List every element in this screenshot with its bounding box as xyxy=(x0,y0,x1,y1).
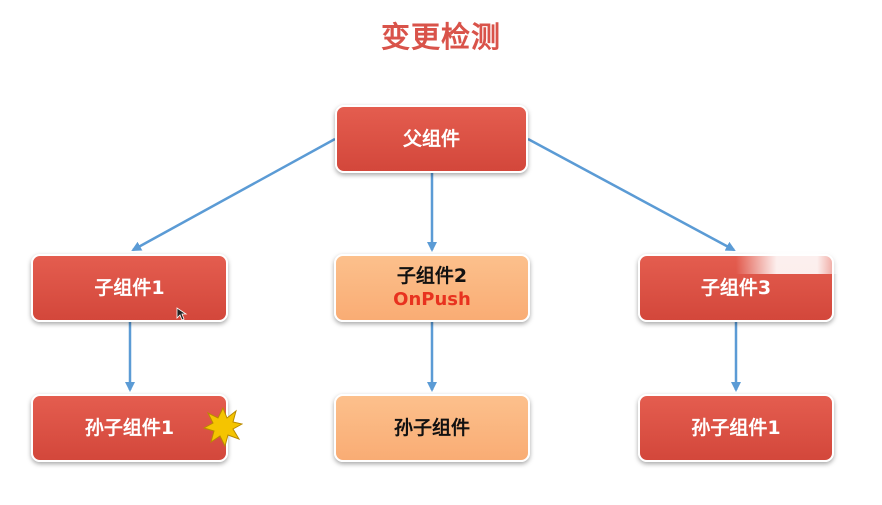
node-grandchild2: 孙子组件 xyxy=(334,394,530,462)
starburst-icon xyxy=(203,407,243,447)
node-grandchild1-label: 孙子组件1 xyxy=(84,417,175,439)
node-child1-label: 子组件1 xyxy=(94,277,165,299)
node-child3-label: 子组件3 xyxy=(700,277,772,299)
node-child2-label: 子组件2 xyxy=(396,265,468,287)
edge-parent-child3 xyxy=(527,137,736,252)
node-child2: 子组件2 OnPush xyxy=(334,254,530,322)
edge-parent-child1 xyxy=(131,137,336,252)
node-child2-strategy: OnPush xyxy=(393,289,471,310)
node-child1: 子组件1 xyxy=(31,254,228,322)
node-grandchild1: 孙子组件1 xyxy=(31,394,228,462)
node-parent: 父组件 xyxy=(335,105,528,173)
page-title: 变更检测 xyxy=(380,20,501,54)
node-grandchild3-label: 孙子组件1 xyxy=(691,417,781,439)
node-grandchild3: 孙子组件1 xyxy=(638,394,834,462)
node-parent-label: 父组件 xyxy=(402,128,460,150)
node-grandchild2-label: 孙子组件 xyxy=(393,417,470,439)
screen-glare xyxy=(736,252,852,274)
mouse-cursor-icon xyxy=(176,307,188,321)
